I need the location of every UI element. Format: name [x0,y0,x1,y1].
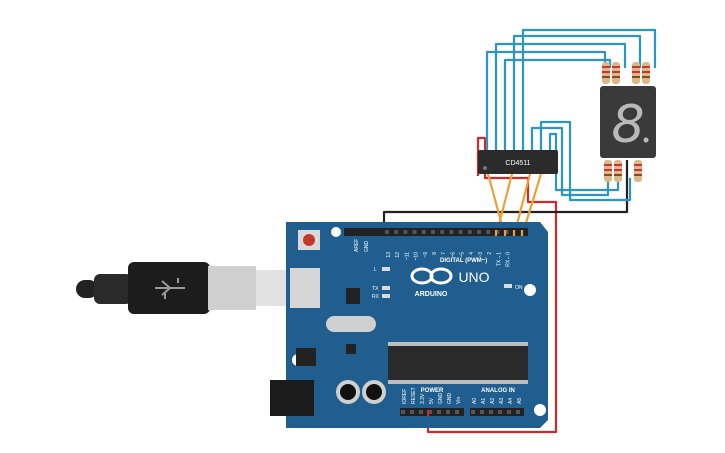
analog-pin-label-1: A1 [481,398,487,404]
digital-pin-label-socket-0 [385,230,389,234]
analog-pin-label-3: A3 [499,398,505,404]
wire-blue-6 [530,126,610,197]
digital-pin-label-socket-1 [394,230,399,234]
power-pin-label-6: Vin [456,397,462,404]
power-pin-label-3: 5V [429,397,435,404]
power-pin-label-socket-4 [437,410,441,414]
wire-blue-3 [503,58,612,152]
analog-header [470,408,524,416]
brand-label: ARDUINO [415,291,448,298]
power-header-label: POWER [421,388,444,394]
analog-pin-label-socket-3 [498,410,502,414]
power-pin-label-socket-5 [446,410,450,414]
digital-pin-label-7: ~6 [450,252,456,258]
analog-pin-label-socket-5 [516,410,520,414]
power-pin-label-socket-3 [428,410,432,414]
resistors-top [602,62,650,84]
arduino-logo: ARDUINO UNO [410,267,490,298]
wire-blue-5 [521,28,657,152]
led-tx-label: TX [372,286,379,292]
power-pin-label-5: GND [447,393,453,405]
resistors-bottom [604,160,642,182]
power-pin-label-0: IOREF [402,389,408,404]
power-pin-label-socket-6 [455,410,459,414]
wire-blue-2 [494,42,627,152]
header-wire-ends [382,230,524,416]
power-pin-label-1: RESET [411,387,417,404]
display-digit: 8 [611,95,644,155]
analog-pin-label-5: A5 [517,398,523,404]
analog-pin-label-socket-4 [507,410,511,414]
analog-pin-label-socket-2 [489,410,493,414]
digital-pin-label-13: RX←0 [506,252,512,267]
analog-pin-label-4: A4 [508,398,514,404]
model-label: UNO [458,269,489,285]
digital-pin-label-11: 2 [487,252,493,255]
analog-header-label: ANALOG IN [481,388,515,394]
analog-pin-label-socket-1 [480,410,484,414]
digital-pin-label-10: ~3 [478,252,484,258]
analog-pin-label-2: A2 [490,398,496,404]
digital-pin-label-4: ~9 [423,252,429,258]
led-l-label: L [374,267,377,273]
digital-pin-label-6: 7 [441,252,447,255]
gnd-label: GND [364,241,370,253]
digital-pin-label-socket-6 [440,230,445,234]
power-jack [270,380,314,416]
digital-pin-label-socket-8 [458,230,463,234]
digital-pin-label-3: ~10 [414,252,420,261]
analog-pin-label-0: A0 [472,398,478,404]
power-pin-label-socket-1 [410,410,414,414]
digital-header-label: DIGITAL (PWM~) [440,258,487,264]
wire-blue-4 [512,34,642,152]
led-rx-label: RX [372,294,380,300]
usb-icon [155,278,185,299]
digital-pin-label-2: ~11 [404,252,410,260]
digital-pin-label-0: 13 [386,252,392,258]
digital-pin-label-8: ~5 [460,252,466,258]
wire-red-5v [426,136,558,434]
digital-pin-label-1: 12 [395,252,401,258]
chip-label: CD4511 [505,160,530,167]
power-pin-label-socket-2 [419,410,423,414]
usb-cable [76,262,320,314]
analog-pin-label-socket-0 [471,410,475,414]
digital-header [344,228,528,236]
power-pin-label-2: 3.3V [420,393,426,404]
digital-pin-label-socket-3 [412,230,417,234]
digital-pin-label-socket-7 [449,230,454,234]
power-pin-label-socket-0 [401,410,405,414]
digital-pin-label-socket-9 [467,230,472,234]
digital-pin-label-12: TX→1 [496,252,502,266]
power-pin-label-4: GND [438,393,444,405]
digital-pin-label-socket-2 [403,230,408,234]
wire-blue-7 [539,120,632,202]
digital-pin-label-5: 8 [432,252,438,255]
digital-pin-label-socket-13 [504,230,509,234]
digital-pin-label-socket-10 [477,230,481,234]
digital-pin-label-socket-12 [495,230,500,234]
led-on-label: ON [515,285,523,291]
digital-pin-label-socket-11 [486,230,491,234]
digital-pin-label-socket-5 [431,230,435,234]
cd4511-chip: CD4511 [478,150,558,174]
digital-pin-label-socket-4 [421,230,426,234]
seven-segment-display: 8 [600,86,656,158]
digital-pin-label-9: 4 [469,252,475,255]
aref-label: AREF [354,239,360,252]
atmega-chip [388,346,528,380]
